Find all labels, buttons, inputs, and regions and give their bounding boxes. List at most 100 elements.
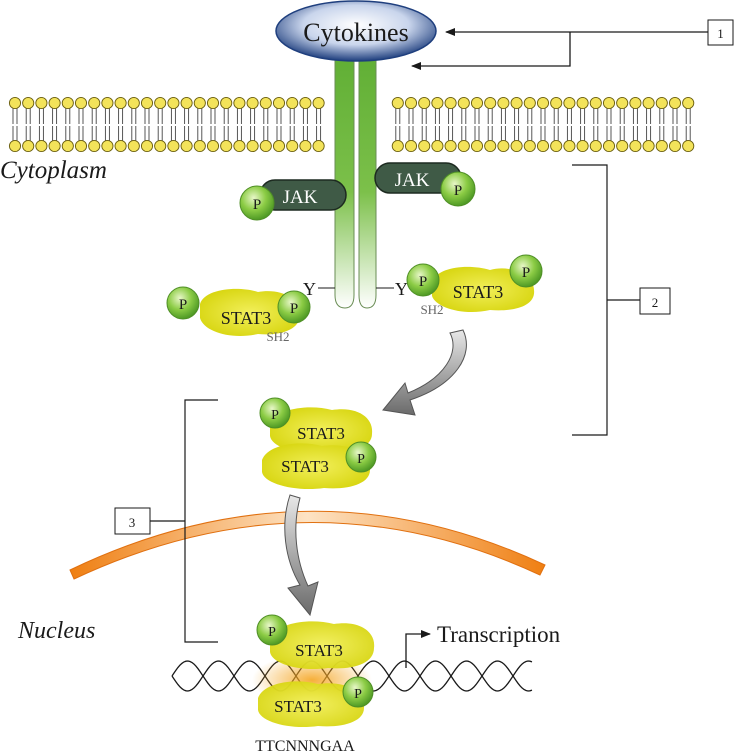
stat3-left-label: STAT3	[221, 308, 272, 328]
lipid-head	[629, 139, 642, 153]
stat3-bound-phospho-a: P	[268, 625, 276, 640]
stat3-left-phospho-a: P	[179, 297, 187, 313]
lipid-head	[22, 139, 35, 153]
lipid-head	[48, 139, 61, 153]
stat3-left-phospho-b: P	[290, 301, 298, 317]
lipid-head	[457, 96, 470, 110]
lipid-head	[550, 139, 563, 153]
stat3-bound-top-label: STAT3	[295, 641, 343, 660]
lipid-head	[299, 96, 312, 110]
lipid-head	[140, 139, 154, 153]
lipid-head	[127, 139, 140, 153]
lipid-head	[35, 139, 48, 153]
lipid-head	[589, 96, 602, 110]
lipid-head	[233, 139, 246, 153]
nuclear-translocation-arrow	[284, 494, 319, 617]
step-3-label: 3	[129, 515, 136, 530]
lipid-head	[536, 139, 550, 153]
lipid-head	[523, 139, 536, 153]
lipid-head	[523, 96, 536, 110]
lipid-head	[180, 139, 193, 153]
lipid-head	[602, 96, 616, 110]
lipid-head	[259, 96, 272, 110]
lipid-head	[101, 96, 114, 110]
lipid-head	[88, 96, 101, 110]
lipid-head	[550, 96, 563, 110]
lipid-head	[8, 139, 22, 153]
lipid-head	[682, 96, 695, 110]
lipid-head	[510, 96, 523, 110]
stat3-dimer-phospho-b: P	[357, 452, 365, 467]
lipid-head	[470, 139, 484, 153]
lipid-head	[233, 96, 246, 110]
lipid-head	[312, 139, 325, 153]
lipid-head	[22, 96, 35, 110]
lipid-head	[404, 96, 418, 110]
jak-right-phospho: P	[454, 183, 462, 199]
stat3-bound-bottom-label: STAT3	[274, 697, 322, 716]
step-1-callout: 1	[411, 19, 734, 70]
lipid-head	[682, 139, 695, 153]
lipid-head	[259, 139, 272, 153]
lipid-head	[418, 139, 431, 153]
lipid-head	[312, 96, 325, 110]
cytoplasm-label: Cytoplasm	[0, 157, 107, 184]
lipid-head	[299, 139, 312, 153]
stat3-right-label: STAT3	[453, 282, 504, 302]
cytokine-receptor	[334, 49, 377, 309]
lipid-head	[154, 139, 167, 153]
lipid-head	[404, 139, 418, 153]
lipid-head	[602, 139, 616, 153]
cell-membrane	[8, 96, 695, 153]
lipid-head	[74, 96, 88, 110]
lipid-head	[286, 139, 299, 153]
lipid-head	[206, 96, 220, 110]
lipid-head	[193, 96, 206, 110]
dimerization-arrow	[382, 329, 467, 416]
stat3-right-sh2-label: SH2	[420, 302, 443, 317]
jak-right-label: JAK	[395, 170, 430, 191]
lipid-head	[180, 96, 193, 110]
lipid-head	[114, 96, 127, 110]
lipid-head	[391, 96, 404, 110]
lipid-head	[536, 96, 550, 110]
stat3-monomer-left: STAT3 P P SH2	[166, 286, 311, 344]
lipid-head	[497, 139, 510, 153]
lipid-head	[431, 139, 444, 153]
stat3-left-sh2-label: SH2	[266, 329, 289, 344]
lipid-head	[444, 96, 457, 110]
lipid-head	[35, 96, 48, 110]
stat3-dimer-dna-bound: STAT3 STAT3 P P	[252, 614, 375, 728]
lipid-head	[154, 96, 167, 110]
cytokines-ligand: Cytokines	[275, 0, 437, 62]
transcription-label: Transcription	[437, 622, 561, 647]
stat3-right-phospho-a: P	[419, 274, 427, 290]
lipid-head	[61, 139, 74, 153]
lipid-head	[127, 96, 140, 110]
lipid-head	[642, 139, 655, 153]
lipid-head	[114, 139, 127, 153]
jak-left-label: JAK	[283, 187, 318, 208]
lipid-head	[668, 96, 682, 110]
lipid-head	[444, 139, 457, 153]
tyrosine-left-label: Y	[303, 279, 316, 299]
lipid-head	[206, 139, 220, 153]
stat3-dimer-phospho-a: P	[271, 408, 279, 423]
lipid-head	[616, 139, 629, 153]
nuclear-envelope	[69, 510, 546, 580]
lipid-head	[220, 96, 233, 110]
step-2-callout: 2	[572, 164, 671, 436]
step-3-callout: 3	[114, 399, 218, 643]
stat3-monomer-right: STAT3 P P SH2	[406, 254, 543, 317]
lipid-head	[220, 139, 233, 153]
lipid-head	[563, 96, 576, 110]
stat3-dimer-bottom-label: STAT3	[281, 457, 329, 476]
lipid-head	[616, 96, 629, 110]
jak-left-phospho: P	[253, 197, 261, 213]
lipid-head	[61, 96, 74, 110]
dna-motif-label: TTCNNNGAA	[255, 738, 355, 755]
lipid-head	[457, 139, 470, 153]
tyrosine-sites: Y Y	[303, 279, 408, 299]
lipid-head	[246, 96, 259, 110]
